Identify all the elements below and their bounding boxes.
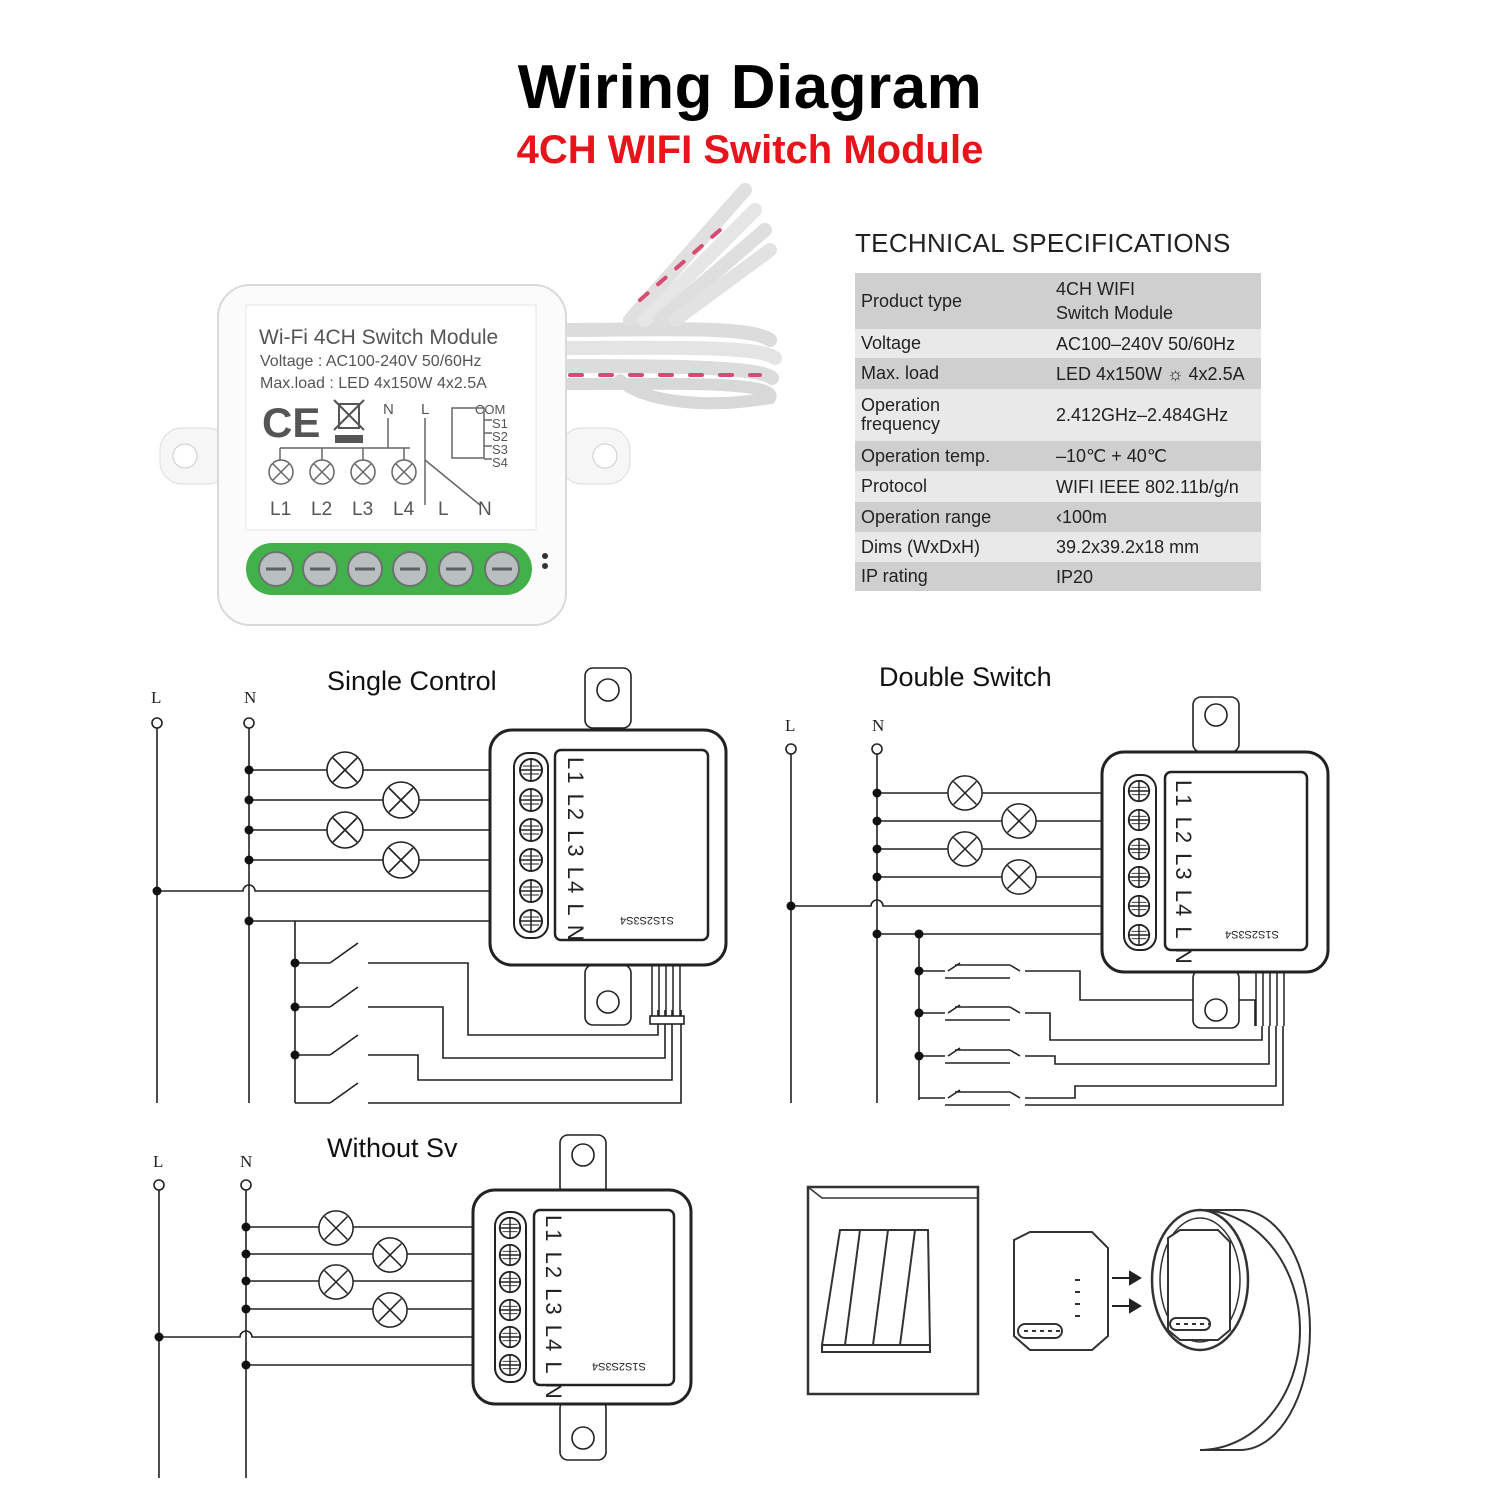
device-terminal-l2: L2 <box>311 499 332 520</box>
device-terminal-l3: L3 <box>352 499 373 520</box>
wall-box-icon <box>1150 1208 1311 1451</box>
device-terminal-l1: L1 <box>270 499 291 520</box>
spec-value: ‹100m <box>1056 507 1108 527</box>
spec-row: Operation frequency 2.412GHz–2.484GHz <box>855 389 1261 441</box>
double-rail-l-label: L <box>785 716 796 735</box>
spec-row: Dims (WxDxH) 39.2x39.2x18 mm <box>855 532 1261 562</box>
spec-label: Operation temp. <box>861 445 991 466</box>
spec-row: Product type 4CH WIFI Switch Module <box>855 273 1261 329</box>
spec-label: Protocol <box>861 476 928 496</box>
device-s2: S2 <box>492 429 508 444</box>
page-subtitle: 4CH WIFI Switch Module <box>516 128 984 172</box>
spec-value: AC100–240V 50/60Hz <box>1056 333 1236 354</box>
single-rail-n-label: N <box>244 688 257 707</box>
without-rail-n-label: N <box>240 1152 253 1171</box>
device-com: COM <box>475 402 505 417</box>
wall-switch-icon <box>806 1185 980 1396</box>
device-s3: S3 <box>492 442 508 457</box>
single-module-switch-legend: S1S2S3S4 <box>620 914 674 926</box>
single-control-diagram <box>151 667 728 1104</box>
spec-value: IP20 <box>1056 566 1094 587</box>
without-module-terminal-labels: L1 L2 L3 L4 L N <box>541 1215 566 1401</box>
without-module-switch-legend: S1S2S3S4 <box>592 1360 646 1372</box>
double-module-terminal-labels: L1 L2 L3 L4 L N <box>1171 780 1196 966</box>
device-label-voltage: Voltage : AC100-240V 50/60Hz <box>260 353 482 370</box>
specs-title: TECHNICAL SPECIFICATIONS <box>855 228 1231 258</box>
specs-table: Product type 4CH WIFI Switch Module Volt… <box>855 273 1261 591</box>
spec-value: –10℃ + 40℃ <box>1056 446 1167 466</box>
double-switch-junctions <box>786 788 924 1061</box>
device-s1: S1 <box>492 416 508 431</box>
spec-label: Operation frequency <box>861 395 941 434</box>
double-switch-diagram <box>785 696 1330 1106</box>
spec-label: Product type <box>861 290 963 311</box>
page-title: Wiring Diagram <box>517 53 983 122</box>
double-switch-title: Double Switch <box>879 662 1052 692</box>
device-label-load: Max.load : LED 4x150W 4x2.5A <box>260 375 487 392</box>
device-body <box>159 284 631 626</box>
specs-panel: TECHNICAL SPECIFICATIONS Product type 4C… <box>855 228 1261 591</box>
without-switch-title: Without Sv <box>327 1133 458 1163</box>
device-terminal-l4: L4 <box>393 499 415 520</box>
spec-label: Voltage <box>861 333 922 353</box>
arrow-icon <box>1112 1270 1142 1314</box>
without-switch-junctions <box>154 1222 251 1370</box>
single-rail-l-label: L <box>151 688 162 707</box>
spec-label: Dims (WxDxH) <box>861 536 980 557</box>
spec-label: Max. load <box>861 363 940 383</box>
device-schematic <box>268 407 492 506</box>
single-module-terminal-labels: L1 L2 L3 L4 L N <box>563 757 588 943</box>
device-terminal-l: L <box>438 499 449 520</box>
device-photo: Wi-Fi 4CH Switch Module Voltage : AC100-… <box>159 183 782 626</box>
single-control-junctions <box>152 765 300 1060</box>
spec-row: IP rating IP20 <box>855 562 1261 591</box>
spec-value: LED 4x150W ☼ 4x2.5A <box>1056 363 1245 384</box>
spec-label: IP rating <box>861 566 928 586</box>
spec-value: 4CH WIFI Switch Module <box>1056 279 1174 323</box>
device-terminal-labels: L1 L2 L3 L4 L N <box>270 499 492 520</box>
double-rail-n-label: N <box>872 716 885 735</box>
single-control-title: Single Control <box>327 666 497 696</box>
device-rail-n: N <box>383 401 394 418</box>
spec-value: 39.2x39.2x18 mm <box>1056 537 1200 557</box>
spec-row: Voltage AC100–240V 50/60Hz <box>855 329 1261 358</box>
without-switch-diagram <box>153 1134 693 1478</box>
installation-illustration <box>806 1185 1311 1451</box>
spec-row: Operation range ‹100m <box>855 502 1261 532</box>
device-terminal-n: N <box>478 499 492 520</box>
device-rail-l: L <box>421 401 429 418</box>
spec-row: Max. load LED 4x150W ☼ 4x2.5A <box>855 358 1261 389</box>
device-wires <box>553 183 782 410</box>
spec-row: Operation temp. –10℃ + 40℃ <box>855 441 1261 471</box>
mini-module-icon <box>1013 1231 1109 1351</box>
device-label-title: Wi-Fi 4CH Switch Module <box>259 326 498 349</box>
terminal-block <box>246 543 548 595</box>
spec-value: WIFI IEEE 802.11b/g/n <box>1056 476 1239 497</box>
device-s4: S4 <box>492 455 508 470</box>
spec-row: Protocol WIFI IEEE 802.11b/g/n <box>855 471 1261 502</box>
without-rail-l-label: L <box>153 1152 164 1171</box>
double-module-switch-legend: S1S2S3S4 <box>1225 928 1279 940</box>
spec-label: Operation range <box>861 506 992 527</box>
weee-bin-icon <box>333 399 365 443</box>
ce-mark: CE <box>262 399 320 446</box>
spec-value: 2.412GHz–2.484GHz <box>1056 405 1229 425</box>
single-control-lamps <box>326 751 420 879</box>
